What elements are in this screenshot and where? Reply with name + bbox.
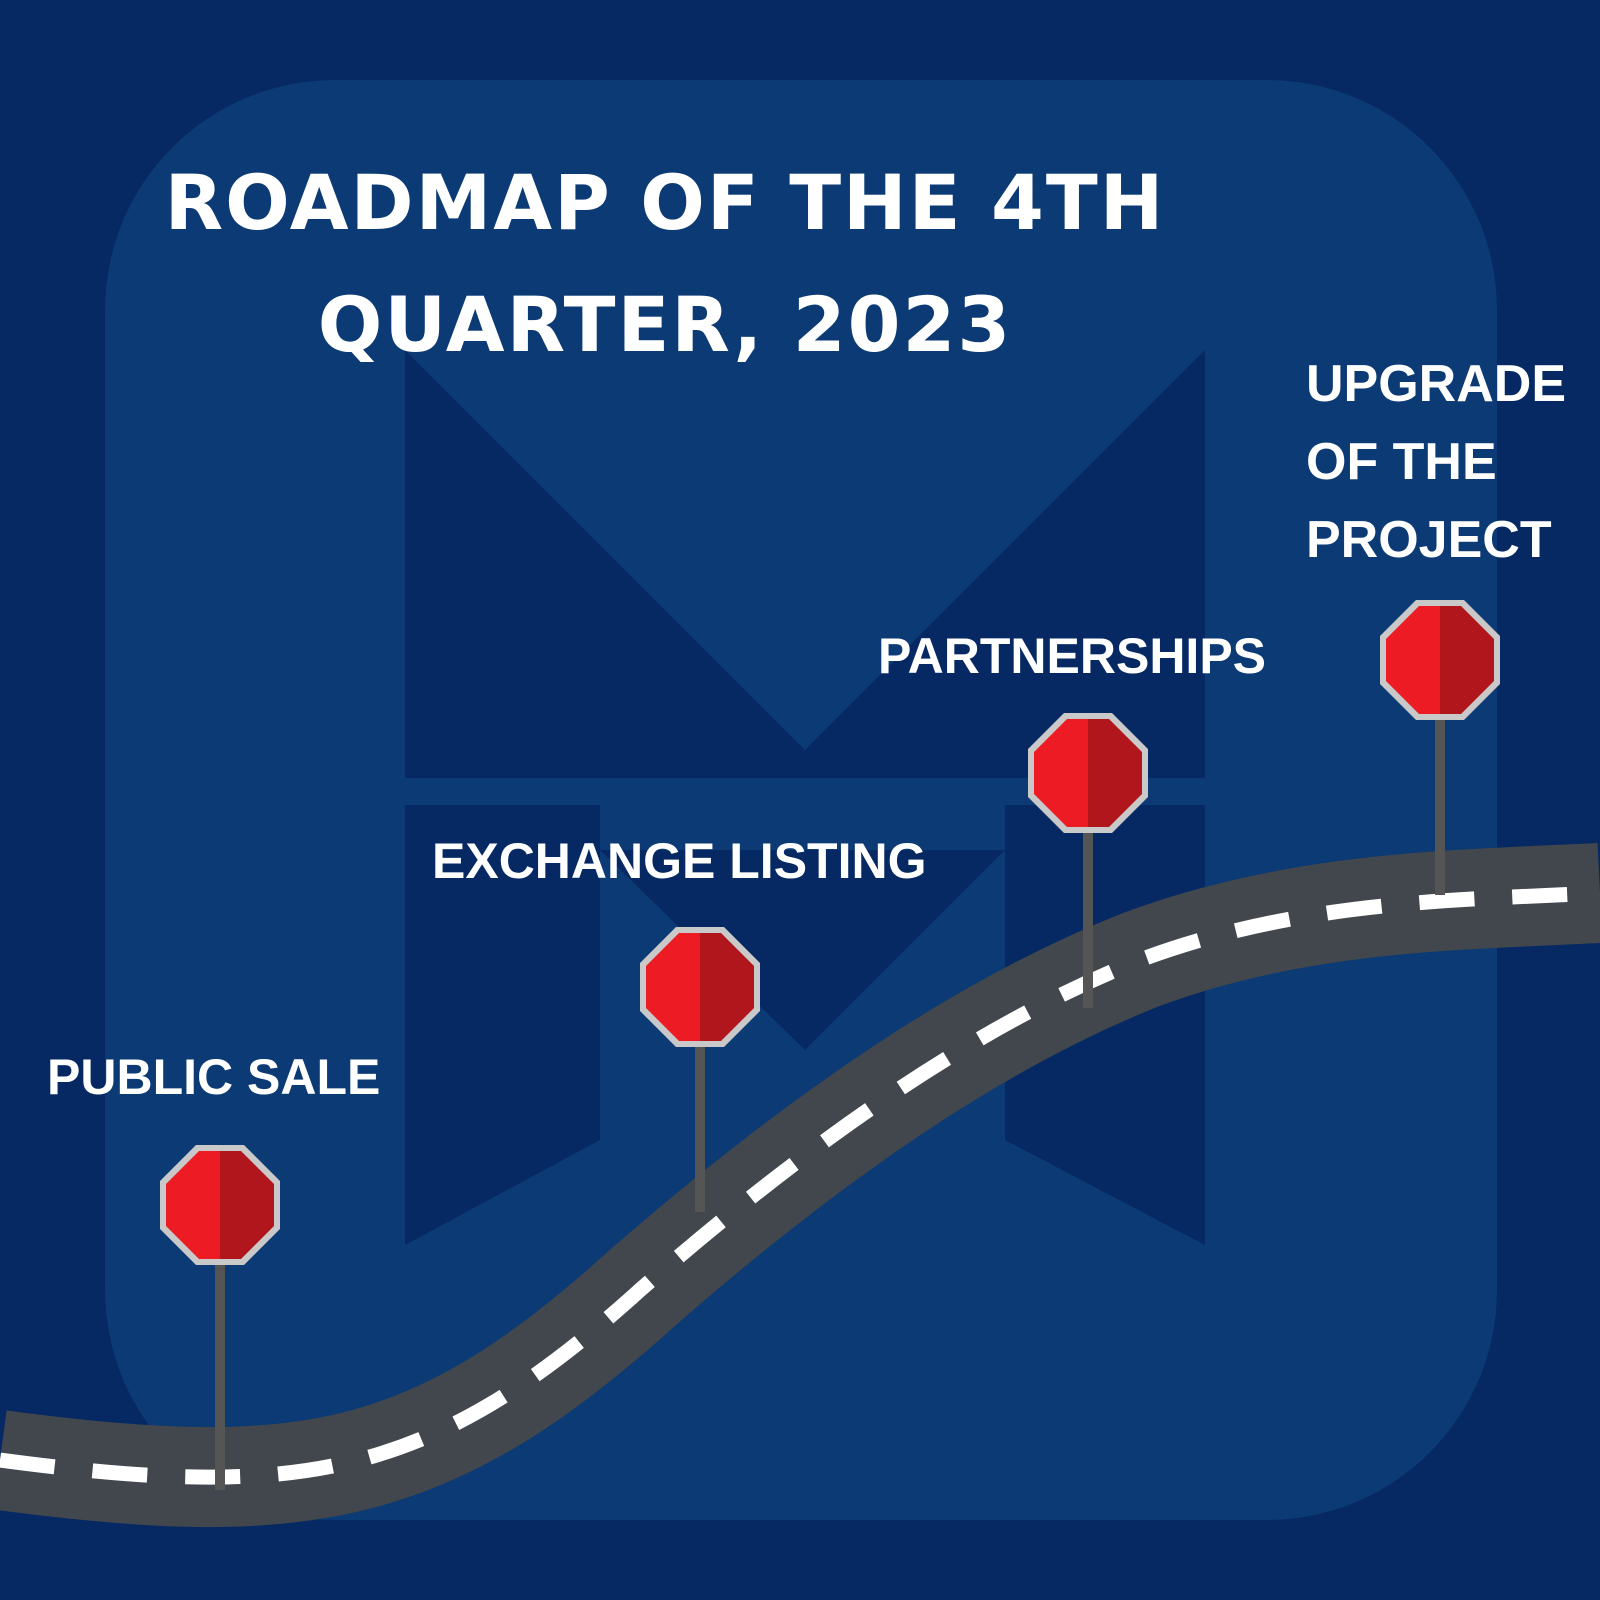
milestone-label-public-sale: PUBLIC SALE (47, 1049, 381, 1105)
road (0, 843, 1600, 1528)
logo-lower-v (600, 850, 1005, 1050)
milestone-label-upgrade-line-2: OF THE (1306, 433, 1497, 491)
sign-pole (695, 1042, 705, 1212)
diamond-icon (697, 542, 911, 712)
sign-pole (1435, 715, 1445, 895)
milestone-label-upgrade-line-1: UPGRADE (1306, 355, 1567, 413)
page-title-line-1: ROADMAP OF THE 4TH (164, 158, 1166, 247)
milestone-label-upgrade: UPGRADE OF THE PROJECT (1306, 345, 1566, 579)
milestone-label-upgrade-line-3: PROJECT (1306, 511, 1552, 569)
milestone-label-exchange-listing: EXCHANGE LISTING (432, 833, 927, 889)
logo-lower-left-bar (405, 805, 600, 1245)
page-title-line-2: QUARTER, 2023 (317, 280, 1013, 369)
sign-pole (1083, 828, 1093, 1008)
road-center-dashes (0, 885, 1600, 1485)
stop-sign-exchange-listing (640, 927, 760, 1212)
stop-sign-upgrade (1380, 600, 1500, 895)
stop-sign-partnerships (1028, 713, 1148, 1008)
logo-watermark (105, 80, 1497, 1520)
logo-upper-m (405, 350, 1205, 778)
sign-pole (215, 1260, 225, 1490)
stop-sign-public-sale (160, 1145, 280, 1490)
milestone-label-partnerships: PARTNERSHIPS (878, 628, 1267, 684)
